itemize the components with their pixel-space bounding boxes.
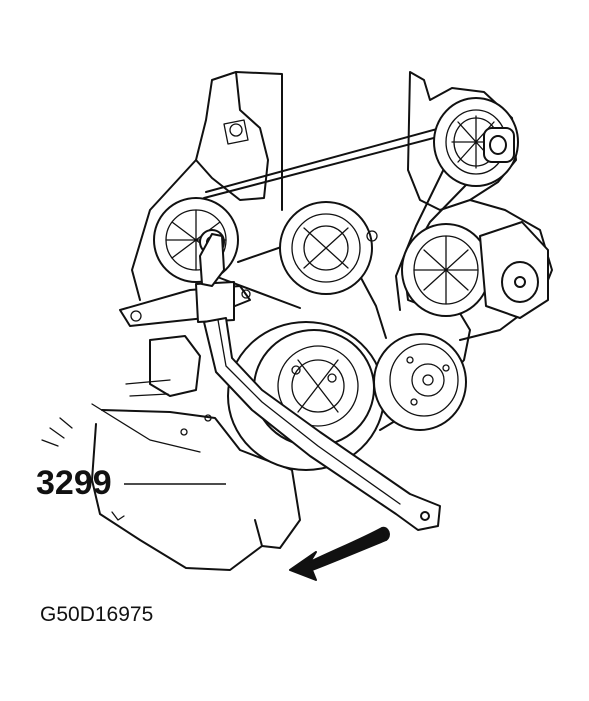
tensioner-pulley: [153, 197, 239, 283]
tensioner-wrench-tool: [195, 233, 441, 531]
figure-code: G50D16975: [40, 603, 154, 626]
curved-arrow-counterclockwise-icon: [289, 526, 390, 581]
part-number-callout: 3299: [36, 464, 112, 502]
alternator-pulley: [401, 221, 549, 319]
center-idler-pulley: [279, 201, 378, 295]
upper-idler-pulley: [433, 97, 519, 187]
engine-housing: [119, 71, 553, 341]
drive-belt: [203, 119, 501, 431]
water-pump-pulley: [373, 333, 467, 431]
oil-pan: [41, 335, 301, 571]
